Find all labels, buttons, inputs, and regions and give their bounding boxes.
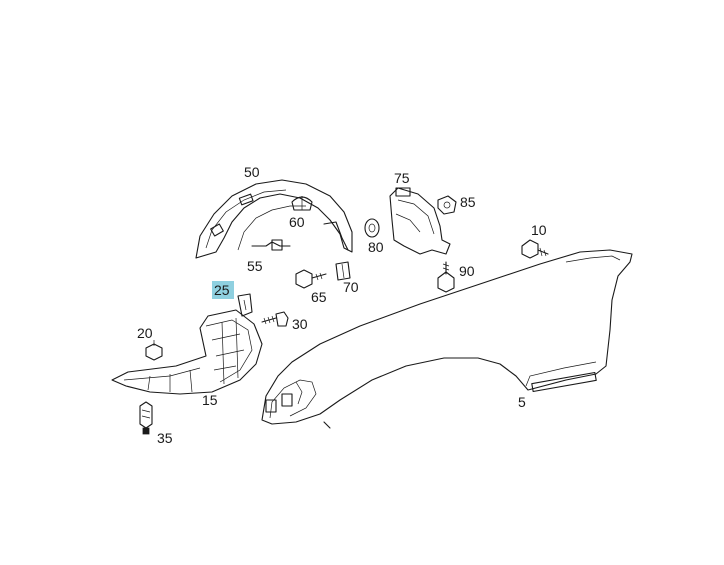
part-35-rivet[interactable] [139,401,153,435]
callout-25[interactable]: 25 [214,282,230,298]
callout-50[interactable]: 50 [244,164,260,180]
callout-60[interactable]: 60 [289,214,305,230]
part-55-clip[interactable] [251,239,291,251]
callout-5[interactable]: 5 [518,394,526,410]
part-25-bracket[interactable] [237,293,253,317]
part-60-push-nut[interactable] [291,196,313,211]
part-90-hex-bolt[interactable] [437,261,455,293]
callout-25-highlight [212,281,234,299]
callout-35[interactable]: 35 [157,430,173,446]
part-50-wheel-arch-liner[interactable] [195,179,353,259]
callout-75[interactable]: 75 [394,170,410,186]
part-5-front-fender[interactable] [261,249,633,429]
callout-10[interactable]: 10 [531,222,547,238]
callout-15[interactable]: 15 [202,392,218,408]
part-85-clip-nut[interactable] [437,195,457,215]
part-65-screw[interactable] [295,269,327,289]
part-70-clip[interactable] [335,261,351,281]
callout-70[interactable]: 70 [343,279,359,295]
part-10-bolt[interactable] [521,239,549,259]
callout-90[interactable]: 90 [459,263,475,279]
part-20-nut[interactable] [145,340,163,361]
part-80-washer-nut[interactable] [364,218,380,238]
part-30-screw[interactable] [261,311,289,327]
callout-85[interactable]: 85 [460,194,476,210]
callout-80[interactable]: 80 [368,239,384,255]
part-75-inner-panel[interactable] [389,187,451,255]
callout-65[interactable]: 65 [311,289,327,305]
part-15-splash-guard[interactable] [111,309,263,395]
callout-labels: 50 60 55 75 85 80 10 90 70 65 25 30 20 1… [137,164,547,446]
callout-20[interactable]: 20 [137,325,153,341]
callout-55[interactable]: 55 [247,258,263,274]
callout-30[interactable]: 30 [292,316,308,332]
